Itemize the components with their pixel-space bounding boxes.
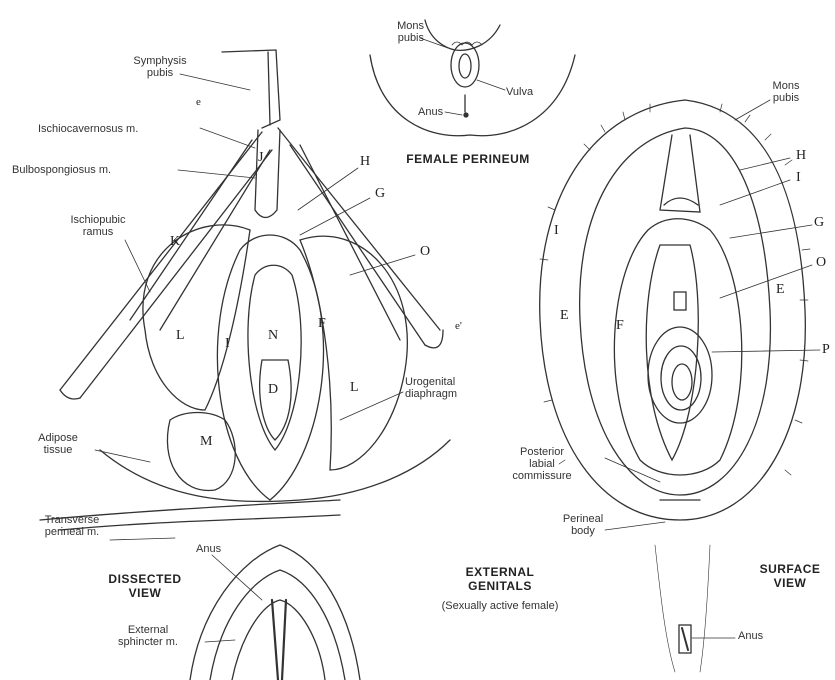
letter-e-surface-right: E bbox=[776, 284, 785, 296]
letter-h-surface: H bbox=[796, 150, 806, 162]
caption-female-perineum: FEMALE PERINEUM bbox=[398, 152, 538, 166]
caption-external-genitals: EXTERNAL GENITALS bbox=[440, 565, 560, 593]
letter-e-surface-left: E bbox=[560, 310, 569, 322]
letter-i-dissected: I bbox=[225, 338, 230, 350]
letter-g-surface: G bbox=[814, 217, 824, 229]
label-surface-mons-pubis: Mons pubis bbox=[762, 80, 810, 104]
letter-f-surface: F bbox=[616, 320, 624, 332]
label-inset-mons-pubis: Mons pubis bbox=[384, 20, 424, 44]
letter-o-surface: O bbox=[816, 257, 826, 269]
letter-l-right: L bbox=[350, 382, 359, 394]
caption-external-genitals-sub: (Sexually active female) bbox=[405, 600, 595, 612]
label-transverse-perineal: Transverse perineal m. bbox=[34, 514, 110, 538]
letter-g-dissected: G bbox=[375, 188, 385, 200]
caption-dissected-view: DISSECTED VIEW bbox=[95, 572, 195, 600]
label-urogenital-diaphragm: Urogenital diaphragm bbox=[405, 376, 457, 400]
letter-f-dissected: F bbox=[318, 318, 326, 330]
letter-e-prime-small: e' bbox=[455, 320, 462, 332]
label-perineal-body: Perineal body bbox=[555, 513, 611, 537]
label-anus-dissected: Anus bbox=[196, 543, 221, 555]
letter-d: D bbox=[268, 384, 278, 396]
label-bulbospongiosus: Bulbospongiosus m. bbox=[12, 164, 111, 176]
letter-m: M bbox=[200, 436, 212, 448]
letter-l-left: L bbox=[176, 330, 185, 342]
label-external-sphincter: External sphincter m. bbox=[98, 624, 198, 648]
letter-p: P bbox=[822, 344, 830, 356]
label-inset-anus: Anus bbox=[418, 106, 443, 118]
letter-o-dissected: O bbox=[420, 246, 430, 258]
letter-h-dissected: H bbox=[360, 156, 370, 168]
label-posterior-labial-commissure: Posterior labial commissure bbox=[492, 446, 592, 482]
letter-k: K bbox=[170, 236, 180, 248]
label-ischiopubic-ramus: Ischiopubic ramus bbox=[58, 214, 138, 238]
label-adipose-tissue: Adipose tissue bbox=[22, 432, 94, 456]
letter-e-small: e bbox=[196, 96, 201, 108]
caption-surface-view: SURFACE VIEW bbox=[745, 562, 835, 590]
label-symphysis-pubis: Symphysis pubis bbox=[120, 55, 200, 79]
letter-j: J bbox=[258, 152, 263, 164]
letter-i-surface: I bbox=[796, 172, 801, 184]
letter-n: N bbox=[268, 330, 278, 342]
label-inset-vulva: Vulva bbox=[506, 86, 533, 98]
label-surface-anus: Anus bbox=[738, 630, 763, 642]
letter-i-surface-left: I bbox=[554, 225, 559, 237]
label-ischiocavernosus: Ischiocavernosus m. bbox=[38, 123, 138, 135]
